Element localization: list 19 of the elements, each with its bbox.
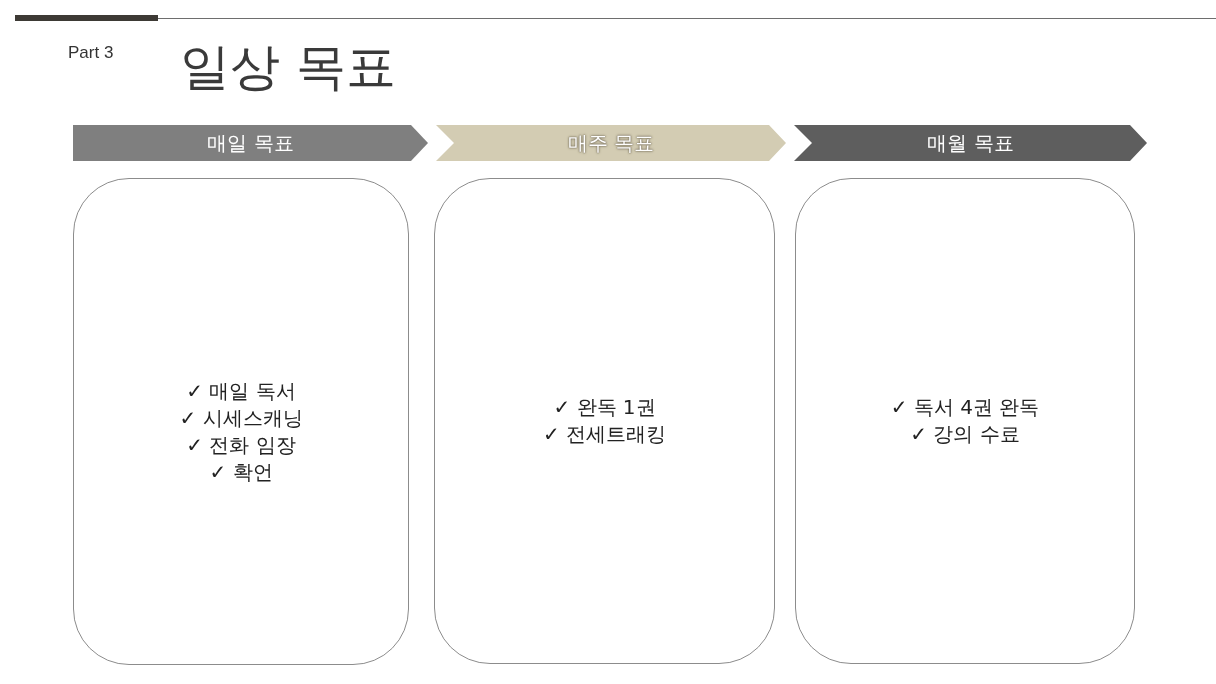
rounded-card bbox=[795, 178, 1135, 664]
page-title: 일상 목표 bbox=[180, 38, 396, 96]
rounded-card bbox=[434, 178, 775, 664]
band-label: 매주 목표 bbox=[567, 130, 655, 156]
chevron-band bbox=[436, 125, 786, 161]
checklist-item: ✓ 완독 1권 bbox=[553, 394, 656, 421]
checklist-item: ✓ 독서 4권 완독 bbox=[890, 394, 1040, 421]
checklist-item: ✓ 전세트래킹 bbox=[542, 421, 667, 448]
chevron-band bbox=[73, 125, 428, 161]
section-label: Part 3 bbox=[68, 42, 114, 64]
band-label: 매월 목표 bbox=[927, 130, 1014, 156]
rounded-card bbox=[73, 178, 409, 665]
checklist-item: ✓ 강의 수료 bbox=[910, 421, 1020, 448]
checklist-item: ✓ 시세스캐닝 bbox=[179, 404, 303, 432]
checklist-item: ✓ 전화 임장 bbox=[186, 431, 296, 459]
chevron-band bbox=[794, 125, 1147, 161]
band-label: 매일 목표 bbox=[207, 130, 294, 156]
checklist-item: ✓ 확언 bbox=[209, 458, 273, 486]
checklist-item: ✓ 매일 독서 bbox=[186, 377, 296, 405]
